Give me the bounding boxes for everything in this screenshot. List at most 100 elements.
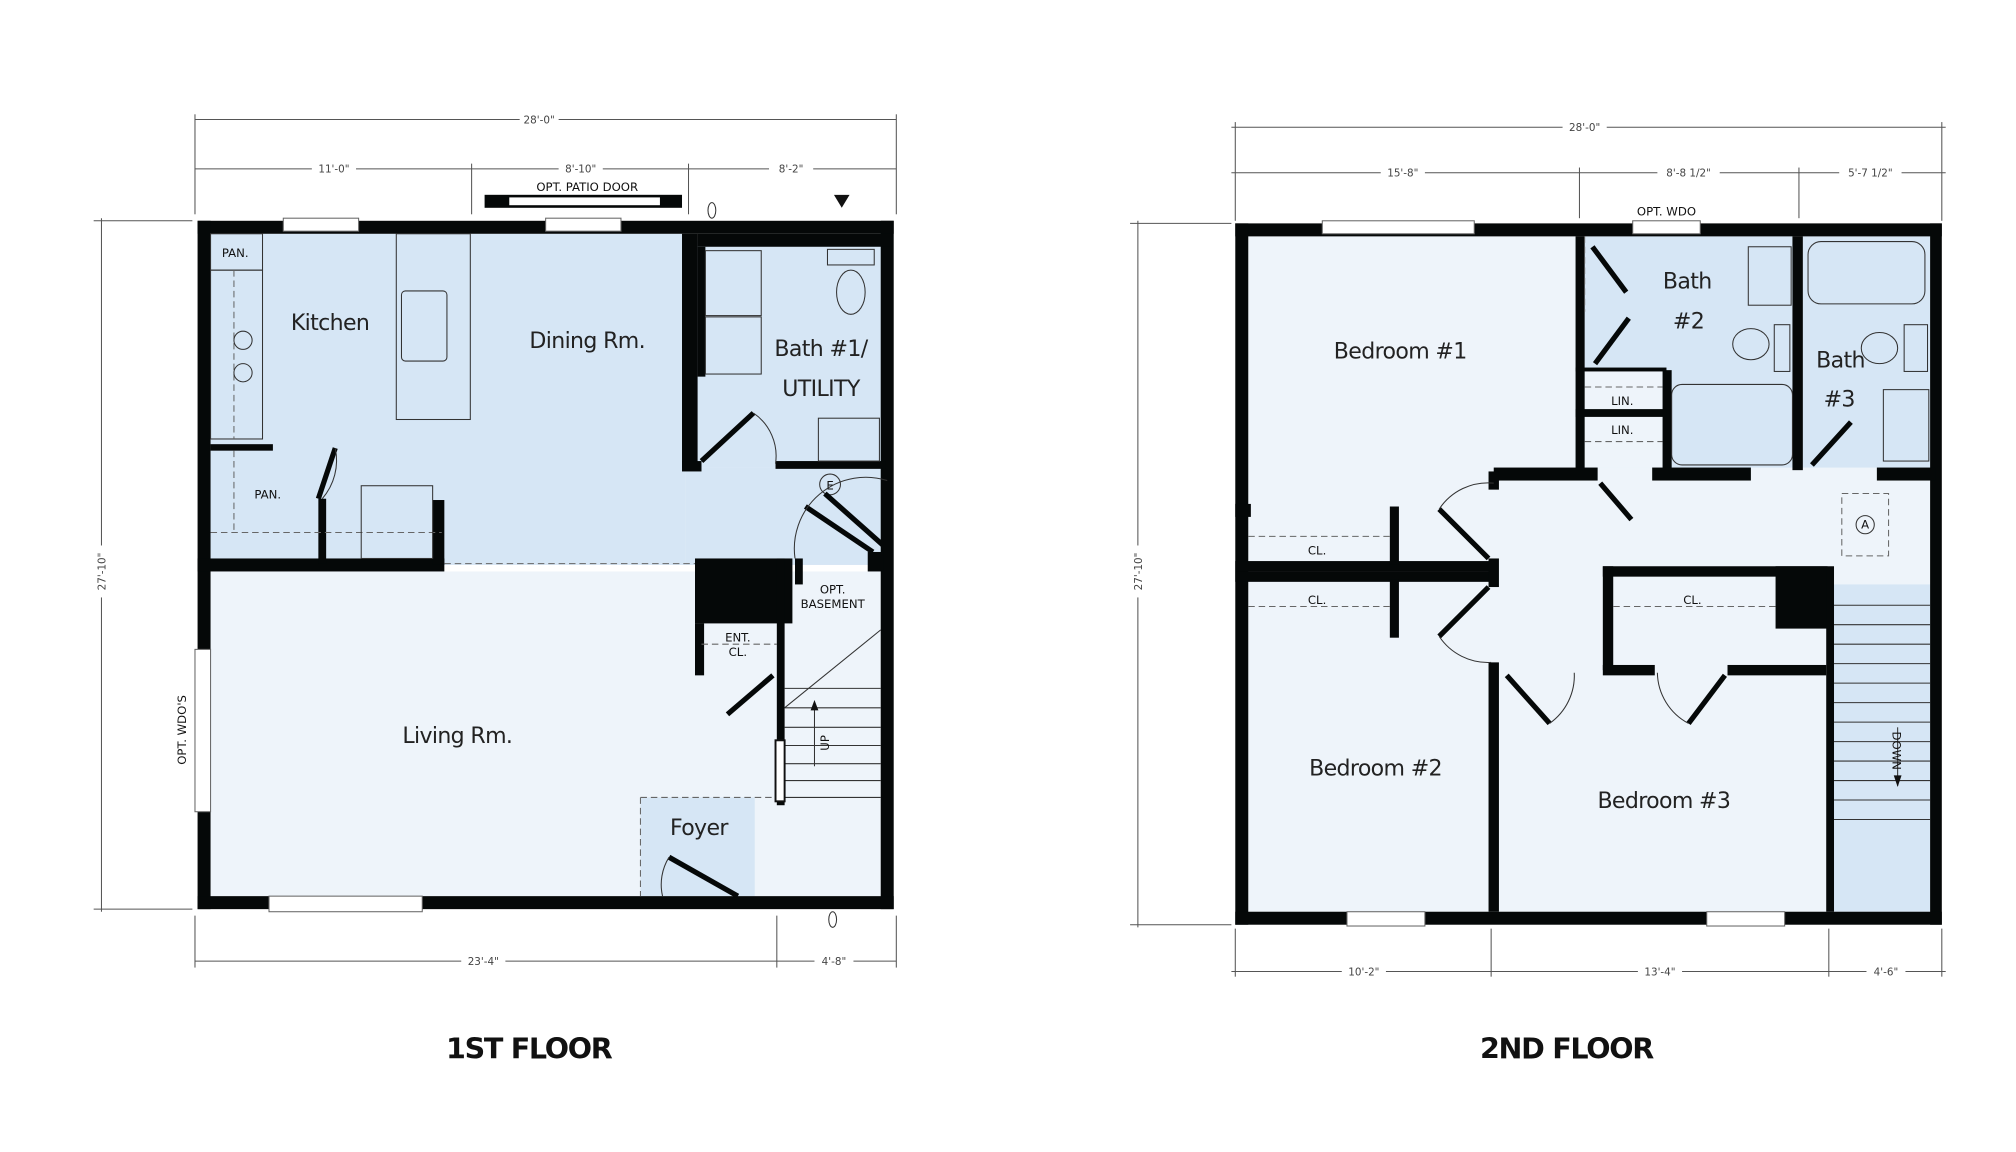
toilet-icon xyxy=(836,269,866,315)
basement-door[interactable] xyxy=(803,504,875,555)
first-floor-windows: OPT. PATIO DOOR OPT. WDO'S xyxy=(175,180,850,928)
overall-width-dimension: 28'-0" xyxy=(1569,122,1600,134)
closet-label: CL. xyxy=(1308,593,1326,607)
bath-3-area xyxy=(1802,236,1931,468)
bedroom-1-width-dimension: 15'-8" xyxy=(1387,168,1418,180)
stairs-up: UP xyxy=(774,629,882,803)
bath-2-label: #2 xyxy=(1673,310,1704,335)
first-floor-plan: 28'-0" 11'-0" 8'-10" 8'-2" 23'-4" 4'-8" … xyxy=(93,112,897,1065)
bedroom-1-door[interactable] xyxy=(1437,507,1491,561)
living-width-dimension: 23'-4" xyxy=(468,956,499,968)
stairs-down: DOWN xyxy=(1834,604,1931,821)
bath-2-label: Bath xyxy=(1663,269,1712,294)
attic-access-label: A xyxy=(1861,518,1869,532)
refrigerator xyxy=(360,485,434,559)
bath-2-toilet-icon xyxy=(1732,328,1770,361)
bath-sink-icon xyxy=(817,417,880,462)
bath-3-door[interactable] xyxy=(1810,420,1853,467)
window xyxy=(1346,911,1426,927)
pantry-door[interactable] xyxy=(315,447,338,500)
bedroom-3-width-dimension: 13'-4" xyxy=(1644,966,1675,978)
outlet-icon xyxy=(707,202,717,219)
entry-closet-label: ENT. xyxy=(725,631,751,645)
window xyxy=(282,217,360,232)
dimension-lines: 28'-0" 11'-0" 8'-10" 8'-2" 23'-4" 4'-8" … xyxy=(93,112,897,968)
stove-burner-icon xyxy=(233,330,253,350)
first-floor-title: 1ST FLOOR xyxy=(446,1031,613,1065)
first-floor-fixtures: E UP xyxy=(210,233,888,899)
second-floor-plan: 28'-0" 15'-8" 8'-8 1/2" 5'-7 1/2" 10'-2"… xyxy=(1130,120,1946,1065)
living-room-label: Living Rm. xyxy=(402,724,512,749)
bedroom-1-label: Bedroom #1 xyxy=(1334,339,1467,364)
stairs-down-label: DOWN xyxy=(1889,731,1903,769)
depth-dimension: 27'-10" xyxy=(1133,553,1145,591)
stair-width-dimension: 4'-8" xyxy=(822,956,847,968)
pantry-label: PAN. xyxy=(254,488,281,502)
linen-door[interactable] xyxy=(1592,316,1631,366)
sink-icon xyxy=(400,290,448,362)
entry-closet-label: CL. xyxy=(729,645,747,659)
optional-patio-door-label: OPT. PATIO DOOR xyxy=(536,180,638,194)
pantry-label: PAN. xyxy=(222,246,249,260)
bedroom-2-width-dimension: 10'-2" xyxy=(1348,966,1379,978)
optional-windows-label: OPT. WDO'S xyxy=(175,695,189,765)
linen-closet-label: LIN. xyxy=(1611,423,1633,437)
bath-3-width-dimension: 5'-7 1/2" xyxy=(1848,168,1893,180)
closet-door[interactable] xyxy=(725,673,775,717)
bath-3-label: #3 xyxy=(1824,388,1855,413)
outlet-icon xyxy=(828,911,838,928)
stairs-area xyxy=(1834,584,1931,912)
optional-window xyxy=(1632,220,1701,235)
front-door[interactable] xyxy=(667,854,740,899)
kitchen-label: Kitchen xyxy=(291,311,369,336)
living-area xyxy=(210,571,881,897)
utility-label: UTILITY xyxy=(782,377,861,402)
washer-icon xyxy=(704,316,762,375)
second-floor-fixtures: A DOWN xyxy=(1248,236,1931,821)
optional-window xyxy=(194,648,212,813)
bath-2-door[interactable] xyxy=(1590,245,1629,294)
overall-width-dimension: 28'-0" xyxy=(524,114,555,126)
bath-3-tub-icon xyxy=(1807,241,1926,305)
linen-door[interactable] xyxy=(1598,481,1634,522)
bedroom-3-door[interactable] xyxy=(1686,673,1727,725)
second-floor-windows: OPT. WDO xyxy=(1321,205,1786,927)
bath-2-tub-icon xyxy=(1671,383,1793,466)
bath-width-dimension: 8'-2" xyxy=(779,164,804,176)
stair-width-dimension: 4'-6" xyxy=(1874,966,1899,978)
bath-3-sink-icon xyxy=(1882,389,1930,462)
bath-1-label: Bath #1/ xyxy=(774,337,868,362)
dimension-lines: 28'-0" 15'-8" 8'-8 1/2" 5'-7 1/2" 10'-2"… xyxy=(1130,120,1946,978)
kitchen-island xyxy=(395,233,471,421)
second-floor-title: 2ND FLOOR xyxy=(1480,1031,1654,1065)
linen-closet-label: LIN. xyxy=(1611,394,1633,408)
dining-room-label: Dining Rm. xyxy=(529,329,645,354)
bedroom-2-label: Bedroom #2 xyxy=(1309,756,1442,781)
closet-label: CL. xyxy=(1683,593,1701,607)
bath-door[interactable] xyxy=(1504,673,1552,726)
window xyxy=(268,895,423,913)
bedroom-3-label: Bedroom #3 xyxy=(1597,789,1730,814)
second-floor-walls xyxy=(1235,223,1942,925)
hose-bib-icon xyxy=(833,194,850,208)
stairs-up-label: UP xyxy=(818,735,832,751)
optional-basement-label: BASEMENT xyxy=(801,597,866,611)
kitchen-width-dimension: 11'-0" xyxy=(318,164,349,176)
foyer-label: Foyer xyxy=(670,816,729,841)
depth-dimension: 27'-10" xyxy=(96,553,108,591)
bath-door[interactable] xyxy=(699,411,756,463)
window xyxy=(545,217,622,232)
bath-3-label: Bath xyxy=(1816,349,1865,374)
foyer-area xyxy=(640,797,755,897)
stove-burner-icon xyxy=(233,363,253,383)
optional-window-label: OPT. WDO xyxy=(1637,205,1696,219)
optional-basement-label: OPT. xyxy=(820,583,846,597)
window xyxy=(1706,911,1786,927)
bath-utility-area xyxy=(694,240,884,468)
bedroom-2-door[interactable] xyxy=(1437,585,1491,639)
attic-access xyxy=(1841,493,1890,557)
kitchen-dining-area xyxy=(210,233,686,565)
bath-3-toilet-icon xyxy=(1860,331,1899,365)
electric-meter-label: E xyxy=(826,479,833,493)
